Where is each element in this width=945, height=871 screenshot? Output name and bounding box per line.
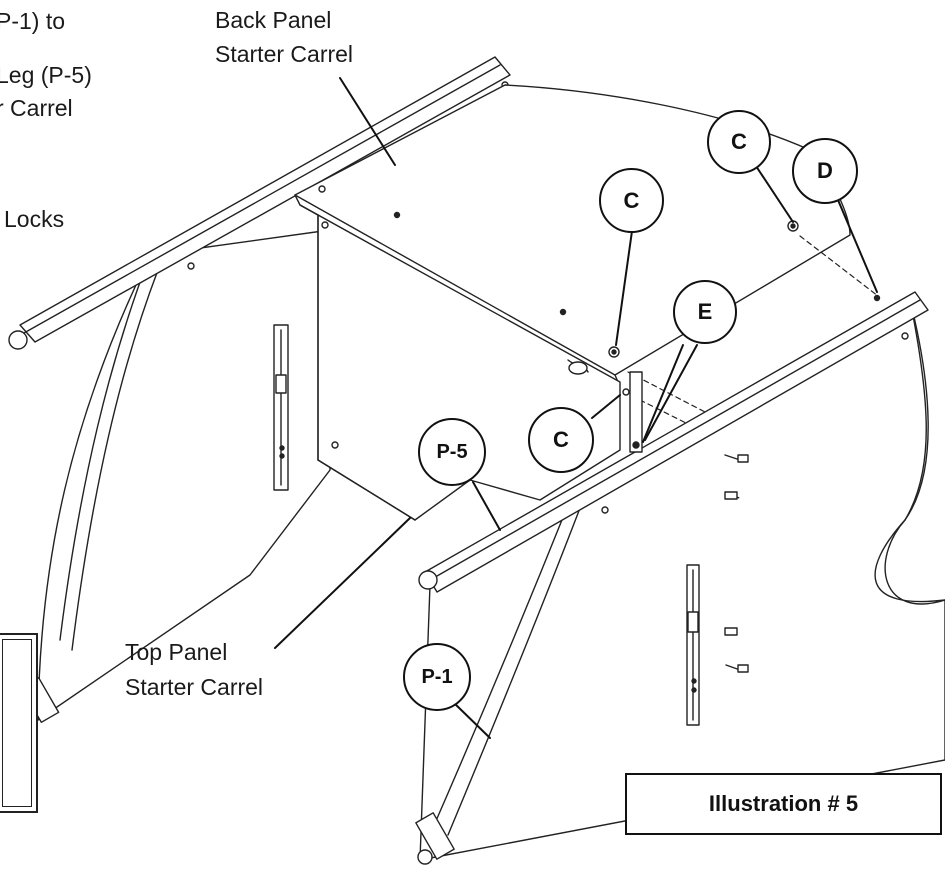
illustration-label: Illustration # 5: [625, 773, 942, 835]
leader-back-panel: [339, 77, 396, 166]
left-side-panel: [37, 229, 331, 721]
leader-top-panel: [274, 517, 411, 649]
instruction-line-3: r Carrel: [0, 95, 73, 121]
leader-c-left: [591, 394, 621, 419]
callout-d: D: [792, 138, 858, 204]
back-panel-screw: [318, 185, 326, 193]
right-panel-edge: [874, 299, 945, 603]
left-leg-curve: [59, 254, 151, 641]
callout-c-left: C: [528, 407, 594, 473]
corner-post: [629, 371, 643, 453]
callout-p5: P-5: [418, 418, 486, 486]
right-rail-end-cap: [418, 570, 438, 590]
leader-p5: [472, 481, 501, 531]
right-leg-curve-inner: [447, 494, 586, 836]
inset-frame-inner: [2, 639, 32, 807]
callout-c-right: C: [707, 110, 771, 174]
leader-e-1: [642, 344, 684, 443]
left-leg-curve-inner: [71, 269, 159, 651]
left-rail-end-cap: [8, 330, 28, 350]
right-foot-glide: [417, 849, 433, 865]
leader-p1: [452, 701, 491, 739]
top-panel-label-line1: Top Panel: [125, 639, 228, 665]
leader-c-mid: [615, 230, 633, 346]
callout-c-mid: C: [599, 168, 664, 233]
right-foot: [415, 812, 455, 860]
callout-p1: P-1: [403, 643, 471, 711]
instruction-line-1: P-1) to: [0, 8, 66, 34]
left-rail-screw-2: [187, 262, 195, 270]
instruction-line-2: Leg (P-5): [0, 62, 92, 88]
right-leg-curve: [431, 499, 571, 831]
callout-e: E: [673, 280, 737, 344]
back-panel-label-line2: Starter Carrel: [215, 41, 354, 67]
leader-c-right: [751, 159, 794, 223]
instruction-line-4: Locks: [4, 206, 65, 232]
leader-e-2: [644, 344, 698, 441]
back-panel-label-line1: Back Panel: [215, 7, 332, 33]
top-panel-label-line2: Starter Carrel: [125, 674, 264, 700]
inset-frame: [0, 633, 38, 813]
leader-d: [837, 199, 878, 293]
hardware-set: [724, 454, 749, 673]
